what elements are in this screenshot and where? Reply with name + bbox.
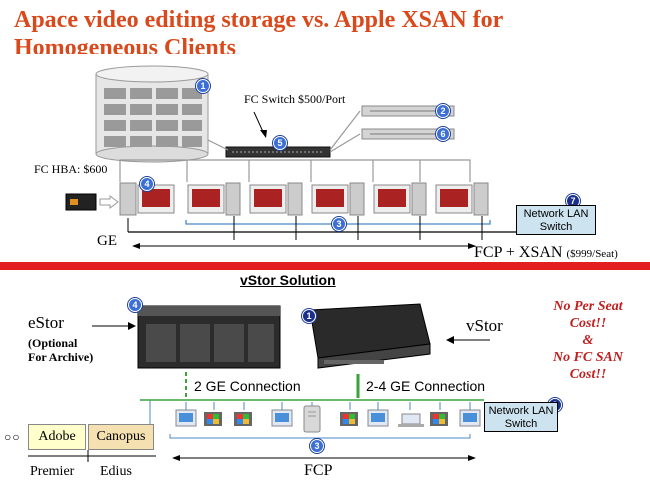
ge-label: GE bbox=[97, 233, 117, 249]
cost-note-line-5: Cost!! bbox=[569, 367, 607, 382]
xsan-workstations bbox=[119, 182, 489, 216]
badge-4-hba: 4 bbox=[140, 177, 154, 191]
badge-5-switch: 5 bbox=[273, 136, 287, 150]
badge-3-clients-bottom: 3 bbox=[310, 439, 324, 453]
vstor-section-title: vStor Solution bbox=[240, 272, 336, 288]
slide-title: Apace video editing storage vs. Apple XS… bbox=[14, 6, 644, 54]
badge-1-storage: 1 bbox=[196, 79, 210, 93]
canopus-client-box: Canopus bbox=[88, 424, 154, 450]
vstor-device bbox=[309, 303, 431, 369]
fc-hba-card bbox=[65, 193, 119, 211]
fcp-xsan-text: FCP + XSAN bbox=[474, 244, 563, 261]
cost-note-line-4: No FC SAN bbox=[552, 350, 624, 365]
estor-note: (Optional For Archive) bbox=[28, 336, 93, 364]
network-lan-switch-top: Network LAN Switch bbox=[516, 205, 596, 235]
network-lan-switch-bottom: Network LAN Switch bbox=[484, 402, 558, 432]
badge-6-server: 6 bbox=[436, 127, 450, 141]
ge-cables bbox=[127, 216, 518, 249]
edius-label: Edius bbox=[100, 464, 132, 479]
connection-2ge-label: 2 GE Connection bbox=[194, 378, 301, 394]
connection-2-4ge-label: 2-4 GE Connection bbox=[366, 378, 486, 394]
vstor-client-cables bbox=[149, 400, 471, 439]
section-divider bbox=[0, 262, 650, 270]
cost-note: No Per Seat Cost!! & No FC SAN Cost!! bbox=[536, 298, 640, 383]
estor-label: eStor bbox=[28, 313, 64, 332]
premier-label: Premier bbox=[30, 464, 75, 479]
xsan-metadata-servers bbox=[361, 105, 455, 140]
xsan-diagram-graphics bbox=[65, 65, 518, 249]
xsan-storage-array bbox=[95, 65, 209, 163]
adobe-client-box: Adobe bbox=[28, 424, 86, 450]
estor-device bbox=[137, 305, 281, 369]
vstor-client-icons bbox=[175, 405, 481, 433]
fc-switch-label: FC Switch $500/Port bbox=[244, 92, 346, 106]
more-clients-ellipsis: ○○ bbox=[4, 430, 21, 444]
fcp-xsan-label: FCP + XSAN ($999/Seat) bbox=[474, 244, 618, 262]
vstor-diagram-graphics bbox=[28, 303, 490, 462]
estor-note-line-1: (Optional bbox=[28, 336, 78, 350]
fc-hba-label: FC HBA: $600 bbox=[34, 162, 108, 176]
fcp-label: FCP bbox=[304, 462, 333, 479]
fc-cables bbox=[119, 110, 471, 182]
estor-note-line-2: For Archive) bbox=[28, 350, 94, 364]
cost-note-line-2: Cost!! bbox=[569, 316, 607, 331]
vstor-label: vStor bbox=[466, 316, 503, 335]
title-line-2: Homogeneous Clients bbox=[14, 35, 236, 54]
badge-4-estor: 4 bbox=[128, 298, 142, 312]
title-line-1: Apace video editing storage vs. Apple XS… bbox=[14, 7, 504, 33]
fcp-xsan-price: ($999/Seat) bbox=[566, 248, 618, 260]
cost-note-line-3: & bbox=[582, 333, 594, 348]
badge-3-clients: 3 bbox=[332, 217, 346, 231]
cost-note-line-1: No Per Seat bbox=[553, 299, 623, 314]
badge-1-vstor: 1 bbox=[302, 309, 316, 323]
badge-2-server: 2 bbox=[436, 104, 450, 118]
